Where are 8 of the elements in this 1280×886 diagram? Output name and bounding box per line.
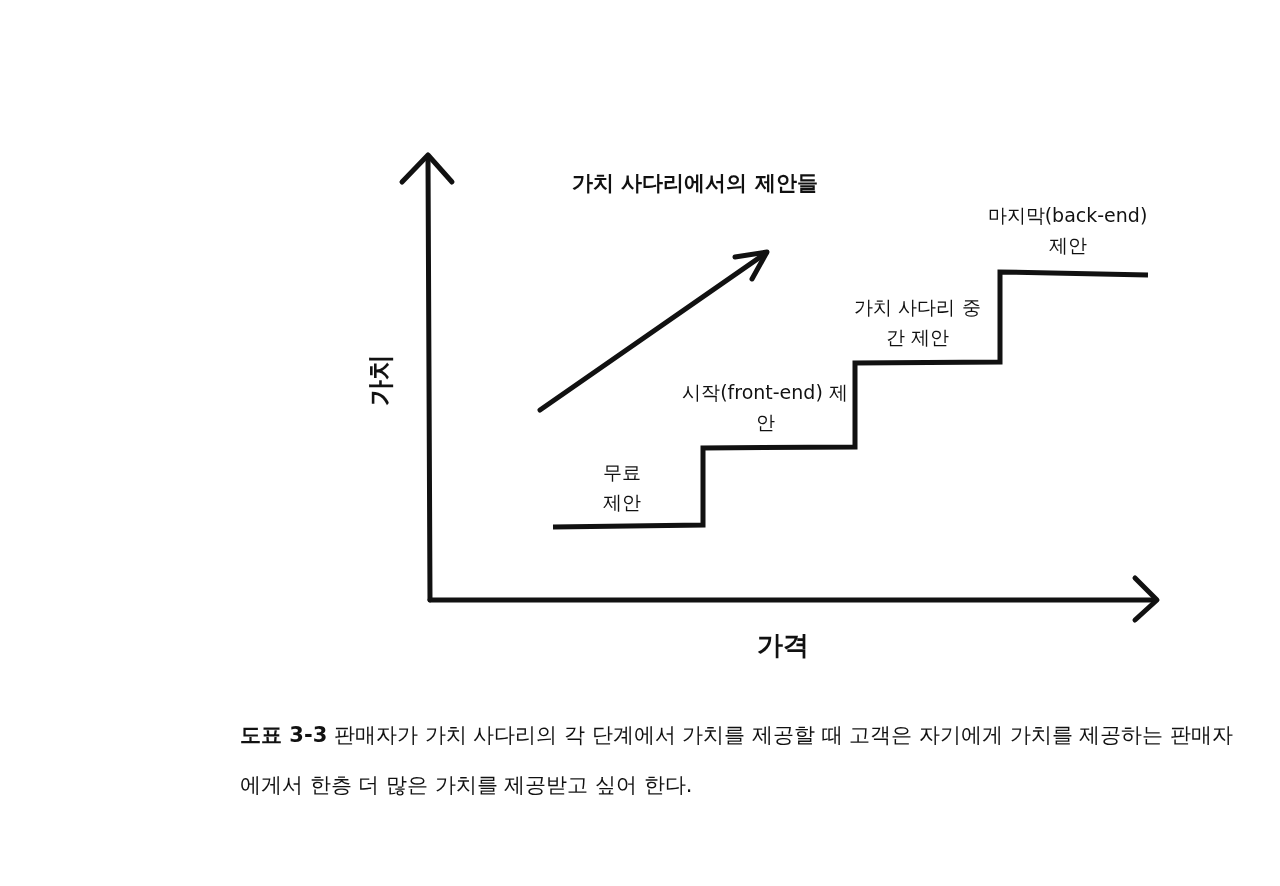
axis-label: 가격 — [756, 630, 810, 660]
chart-title: 가치 사다리에서의 제안들 — [571, 170, 819, 197]
figure-caption: 도표 3-3 판매자가 가치 사다리의 각 단계에서 가치를 제공할 때 고객은 자기에게 가치를 제공하는 판매자에게서 한층 더 많은 가치를 제공받고 싶어 한다. — [240, 722, 1235, 799]
step-label: 마지막(back-end) 제안 — [986, 203, 1149, 258]
step-label: 무료 제안 — [602, 460, 642, 515]
axis-label: 가치 — [365, 353, 395, 408]
step-label: 가치 사다리 중간 제안 — [853, 295, 982, 350]
step-label: 시작(front-end) 제안 — [681, 380, 849, 435]
